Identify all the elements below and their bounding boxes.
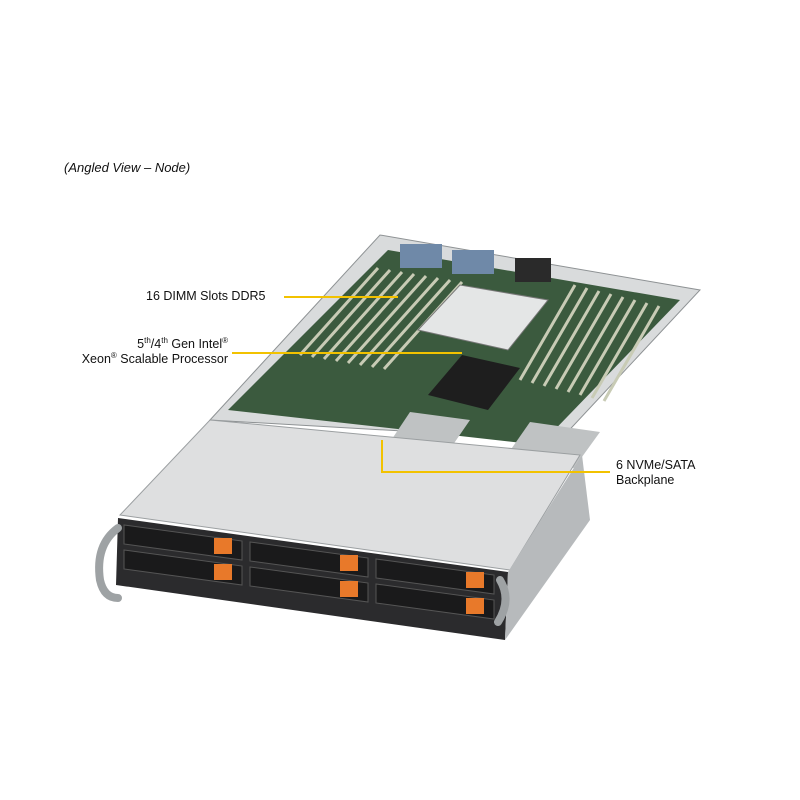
chassis-front-top <box>118 419 581 571</box>
view-caption: (Angled View – Node) <box>64 160 191 175</box>
rear-connector <box>400 244 442 268</box>
callout-dimm-slots: 16 DIMM Slots DDR5 <box>146 289 266 303</box>
handle-right <box>494 576 510 626</box>
callout-processor-line2: Xeon® Scalable Processor <box>81 350 228 366</box>
drive-release-tab <box>214 538 232 554</box>
drive-release-tab <box>466 598 484 614</box>
drive-bay <box>249 566 369 603</box>
rear-connector <box>452 250 494 274</box>
leader-lines <box>232 296 610 473</box>
drive-bay <box>375 583 495 620</box>
drive-bay <box>249 541 369 578</box>
drive-release-tab <box>214 564 232 580</box>
drive-bay <box>123 524 243 561</box>
drive-bay <box>375 558 495 595</box>
cpu-socket <box>428 355 520 410</box>
callout-processor-line1: 5th/4th Gen Intel® <box>137 335 228 351</box>
dimm-bank-right <box>518 284 661 402</box>
drive-release-tab <box>340 555 358 571</box>
drive-release-tab <box>340 581 358 597</box>
drive-bay <box>123 549 243 586</box>
cpu-heatsink <box>417 284 549 351</box>
drive-release-tab <box>466 572 484 588</box>
leader-backplane <box>381 440 610 473</box>
drive-bays <box>123 524 495 620</box>
handle-left <box>95 524 122 602</box>
callout-backplane: 6 NVMe/SATA Backplane <box>616 458 696 487</box>
rear-connector <box>515 258 551 282</box>
chassis-side <box>505 455 590 640</box>
callout-processor: 5th/4th Gen Intel® Xeon® Scalable Proces… <box>74 335 228 367</box>
